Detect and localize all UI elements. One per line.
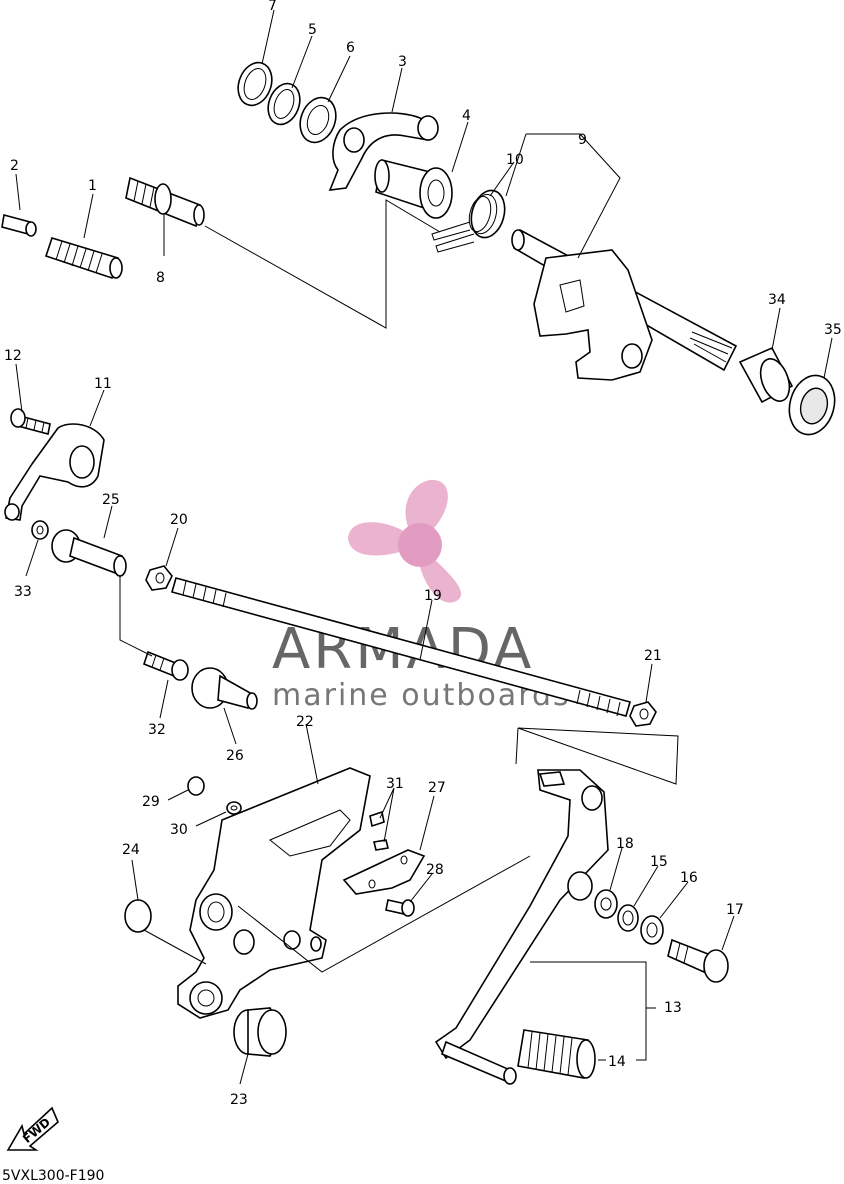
part-14-pedal-rubber bbox=[517, 1029, 596, 1079]
callout-29: 29 bbox=[142, 794, 160, 810]
part-23-damper bbox=[233, 1007, 287, 1057]
part-35-oil-seal bbox=[788, 374, 836, 436]
part-8-bolt bbox=[125, 176, 205, 228]
part-5-circlip bbox=[267, 82, 301, 126]
callout-25: 25 bbox=[102, 492, 120, 508]
callout-31: 31 bbox=[386, 776, 404, 792]
callout-14: 14 bbox=[608, 1054, 626, 1070]
callout-12: 12 bbox=[4, 348, 22, 364]
part-31-clips bbox=[369, 810, 389, 851]
part-6-washer bbox=[299, 96, 337, 144]
part-22-footrest-bracket bbox=[177, 767, 371, 1019]
part-15-washer bbox=[617, 904, 639, 932]
callout-24: 24 bbox=[122, 842, 140, 858]
callout-13: 13 bbox=[664, 1000, 682, 1016]
callout-21: 21 bbox=[644, 648, 662, 664]
part-16-washer bbox=[640, 915, 664, 945]
part-19-rod bbox=[171, 577, 631, 717]
part-21-nut bbox=[629, 701, 657, 727]
connector-line bbox=[204, 199, 441, 329]
part-3-lever bbox=[328, 112, 439, 191]
callout-34: 34 bbox=[768, 292, 786, 308]
callout-4: 4 bbox=[462, 108, 471, 124]
callout-33: 33 bbox=[14, 584, 32, 600]
part-13-shift-pedal bbox=[434, 769, 609, 1085]
callout-5: 5 bbox=[308, 22, 317, 38]
propeller-logo-icon bbox=[348, 479, 462, 603]
part-24-cap bbox=[124, 899, 207, 965]
part-1-spring bbox=[44, 237, 123, 280]
callout-7: 7 bbox=[268, 0, 277, 14]
callout-22: 22 bbox=[296, 714, 314, 730]
callout-18: 18 bbox=[616, 836, 634, 852]
callout-11: 11 bbox=[94, 376, 112, 392]
part-10-spring bbox=[431, 189, 506, 253]
part-27-guard bbox=[342, 849, 426, 895]
callout-3: 3 bbox=[398, 54, 407, 70]
callout-35: 35 bbox=[824, 322, 842, 338]
part-30-washer bbox=[226, 801, 242, 815]
part-33-washer bbox=[31, 520, 49, 540]
connector-line-25 bbox=[119, 576, 153, 657]
callout-26: 26 bbox=[226, 748, 244, 764]
diagram-code: 5VXL300-F190 bbox=[2, 1168, 104, 1184]
part-18-washer bbox=[594, 889, 618, 919]
callout-2: 2 bbox=[10, 158, 19, 174]
connector-line-22 bbox=[237, 855, 531, 973]
callout-27: 27 bbox=[428, 780, 446, 796]
part-4-collar bbox=[374, 159, 453, 219]
callout-15: 15 bbox=[650, 854, 668, 870]
part-26-joint bbox=[191, 667, 258, 710]
callout-8: 8 bbox=[156, 270, 165, 286]
part-25-joint bbox=[51, 529, 127, 577]
callout-28: 28 bbox=[426, 862, 444, 878]
part-7-ring bbox=[237, 61, 273, 107]
part-29-collar bbox=[187, 776, 205, 796]
callout-32: 32 bbox=[148, 722, 166, 738]
leader-lines bbox=[15, 9, 833, 1085]
part-34-bushing bbox=[738, 346, 794, 404]
callout-10: 10 bbox=[506, 152, 524, 168]
callout-23: 23 bbox=[230, 1092, 248, 1108]
callout-6: 6 bbox=[346, 40, 355, 56]
callout-1: 1 bbox=[88, 178, 97, 194]
part-32-bolt bbox=[143, 650, 189, 681]
part-28-screw bbox=[385, 899, 415, 917]
part-20-nut bbox=[145, 565, 173, 591]
callout-19: 19 bbox=[424, 588, 442, 604]
callout-16: 16 bbox=[680, 870, 698, 886]
connector-line-shift bbox=[515, 727, 679, 785]
callout-labels: 1 2 3 4 5 6 7 8 9 10 11 12 13 14 15 16 1… bbox=[4, 0, 842, 1108]
part-12-bolt bbox=[10, 408, 51, 435]
callout-17: 17 bbox=[726, 902, 744, 918]
callout-20: 20 bbox=[170, 512, 188, 528]
fwd-arrow-icon: FWD bbox=[6, 1106, 59, 1151]
part-17-bolt bbox=[667, 938, 729, 983]
part-9-shift-shaft bbox=[511, 228, 738, 381]
part-2-pin bbox=[1, 213, 37, 237]
callout-30: 30 bbox=[170, 822, 188, 838]
part-11-arm bbox=[4, 423, 105, 521]
callout-9: 9 bbox=[578, 132, 587, 148]
